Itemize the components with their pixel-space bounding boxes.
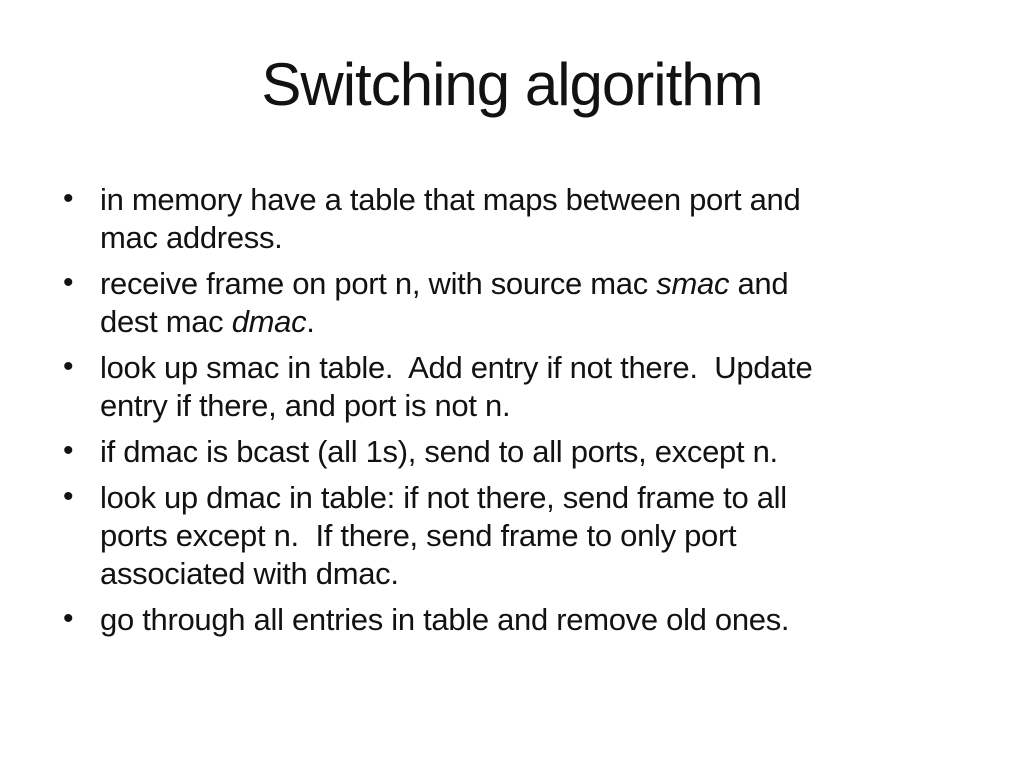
bullet-text: go through all entries in table and remo…: [100, 602, 790, 637]
bullet-item: • look up dmac in table: if not there, se…: [63, 479, 832, 593]
bullet-text-italic-segment: dmac: [231, 304, 307, 339]
bullet-marker-icon: •: [63, 350, 74, 383]
bullet-text-segment: in memory have a table that maps between…: [100, 182, 809, 255]
bullet-marker-icon: •: [63, 480, 74, 513]
bullet-marker-icon: •: [63, 266, 74, 299]
bullet-item: • in memory have a table that maps betwee…: [63, 181, 832, 257]
bullet-text-italic-segment: smac: [656, 266, 730, 301]
bullet-text-segment: and dest mac: [100, 266, 797, 339]
bullet-item: • go through all entries in table and rem…: [63, 601, 832, 639]
bullet-text-segment: receive frame on port n, with source mac: [100, 266, 657, 301]
slide-title: Switching algorithm: [261, 51, 763, 118]
bullet-text: in memory have a table that maps between…: [100, 182, 809, 255]
bullet-item: • look up smac in table. Add entry if not…: [63, 349, 832, 425]
bullet-text-segment: if dmac is bcast (all 1s), send to all p…: [100, 434, 778, 469]
bullet-text-segment: go through all entries in table and remo…: [100, 602, 790, 637]
bullet-text: if dmac is bcast (all 1s), send to all p…: [100, 434, 778, 469]
bullet-text-segment: look up smac in table. Add entry if not …: [100, 350, 821, 423]
bullet-marker-icon: •: [63, 602, 74, 635]
bullet-text-segment: look up dmac in table: if not there, sen…: [100, 480, 796, 591]
bullet-marker-icon: •: [63, 434, 74, 467]
bullet-item: • receive frame on port n, with source ma…: [63, 265, 832, 341]
bullet-text: look up dmac in table: if not there, sen…: [100, 480, 795, 591]
bullet-item: • if dmac is bcast (all 1s), send to all …: [63, 433, 832, 471]
bullet-marker-icon: •: [63, 182, 74, 215]
bullet-list: • in memory have a table that maps betwee…: [63, 181, 1024, 639]
bullet-text: look up smac in table. Add entry if not …: [100, 350, 821, 423]
bullet-text-segment: .: [306, 304, 315, 339]
bullet-text: receive frame on port n, with source mac…: [100, 266, 797, 339]
